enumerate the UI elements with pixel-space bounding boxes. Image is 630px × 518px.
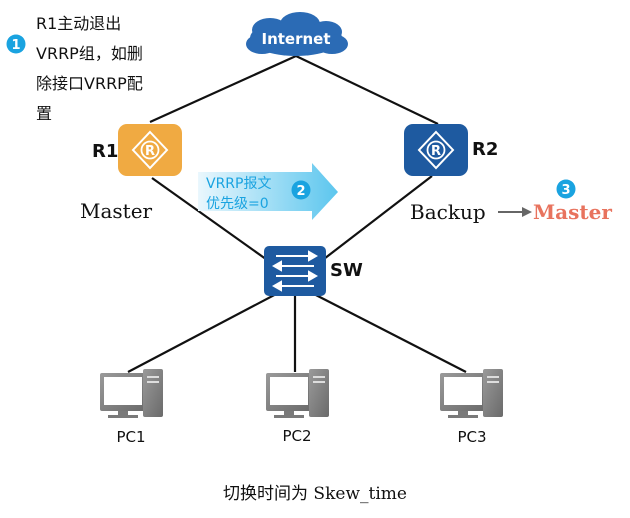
router-icon: [417, 130, 455, 170]
link-sw-pc3: [309, 291, 467, 373]
router-r1-body: [118, 124, 182, 176]
step-3-badge: [556, 179, 576, 199]
step-2-line-1: VRRP报文: [206, 176, 271, 192]
switch-sw: SW: [264, 246, 363, 296]
router-icon: [131, 130, 169, 170]
link-sw-pc1: [127, 291, 281, 373]
step-2-badge: [291, 180, 311, 200]
step-1: 1 R1主动退出 VRRP组，如删 除接口VRRP配 置: [6, 14, 143, 123]
pc-3-label: PC3: [457, 428, 486, 446]
step-1-badge: [6, 34, 26, 54]
switch-label: SW: [330, 260, 363, 281]
router-r1-icon-letter: R: [145, 144, 155, 159]
link-internet-r1: [149, 54, 297, 124]
router-r1-role: Master: [80, 199, 153, 223]
step-1-number: 1: [11, 38, 20, 53]
caption: 切换时间为 Skew_time: [223, 484, 407, 504]
step-3: 3 Master: [498, 179, 612, 224]
switch-body: [264, 246, 326, 296]
link-internet-r2: [295, 55, 439, 125]
pc-2-label: PC2: [282, 427, 311, 445]
vrrp-packet-arrow: [198, 163, 338, 220]
step-2-number: 2: [296, 184, 305, 199]
pc-1-label: PC1: [116, 428, 145, 446]
router-r1: R R1 Master: [80, 124, 182, 223]
switch-arrows-icon: [271, 250, 319, 292]
internet-cloud: Internet: [246, 12, 348, 56]
router-r2: R R2 Backup: [404, 124, 498, 224]
step-2: VRRP报文 优先级=0 2: [198, 163, 338, 220]
new-master-label: Master: [533, 200, 612, 224]
pc-3: PC3: [440, 369, 503, 446]
router-r2-icon-letter: R: [431, 144, 441, 159]
step-3-number: 3: [561, 183, 570, 198]
link-r1-sw: [151, 177, 271, 263]
pc-2: PC2: [266, 369, 329, 445]
step-1-line-3: 除接口VRRP配: [36, 74, 143, 93]
links: [127, 54, 467, 373]
step-1-line-4: 置: [36, 104, 52, 123]
router-r2-body: [404, 124, 468, 176]
step-1-line-1: R1主动退出: [36, 14, 121, 33]
step-2-line-2: 优先级=0: [206, 196, 269, 212]
link-r2-sw: [319, 175, 433, 263]
pc-1: PC1: [100, 369, 163, 446]
router-r1-label: R1: [92, 141, 118, 162]
internet-label: Internet: [261, 30, 330, 48]
step-1-line-2: VRRP组，如删: [36, 44, 143, 63]
router-r2-label: R2: [472, 139, 498, 160]
router-r2-role: Backup: [410, 200, 486, 224]
transition-arrow-head: [522, 207, 532, 217]
